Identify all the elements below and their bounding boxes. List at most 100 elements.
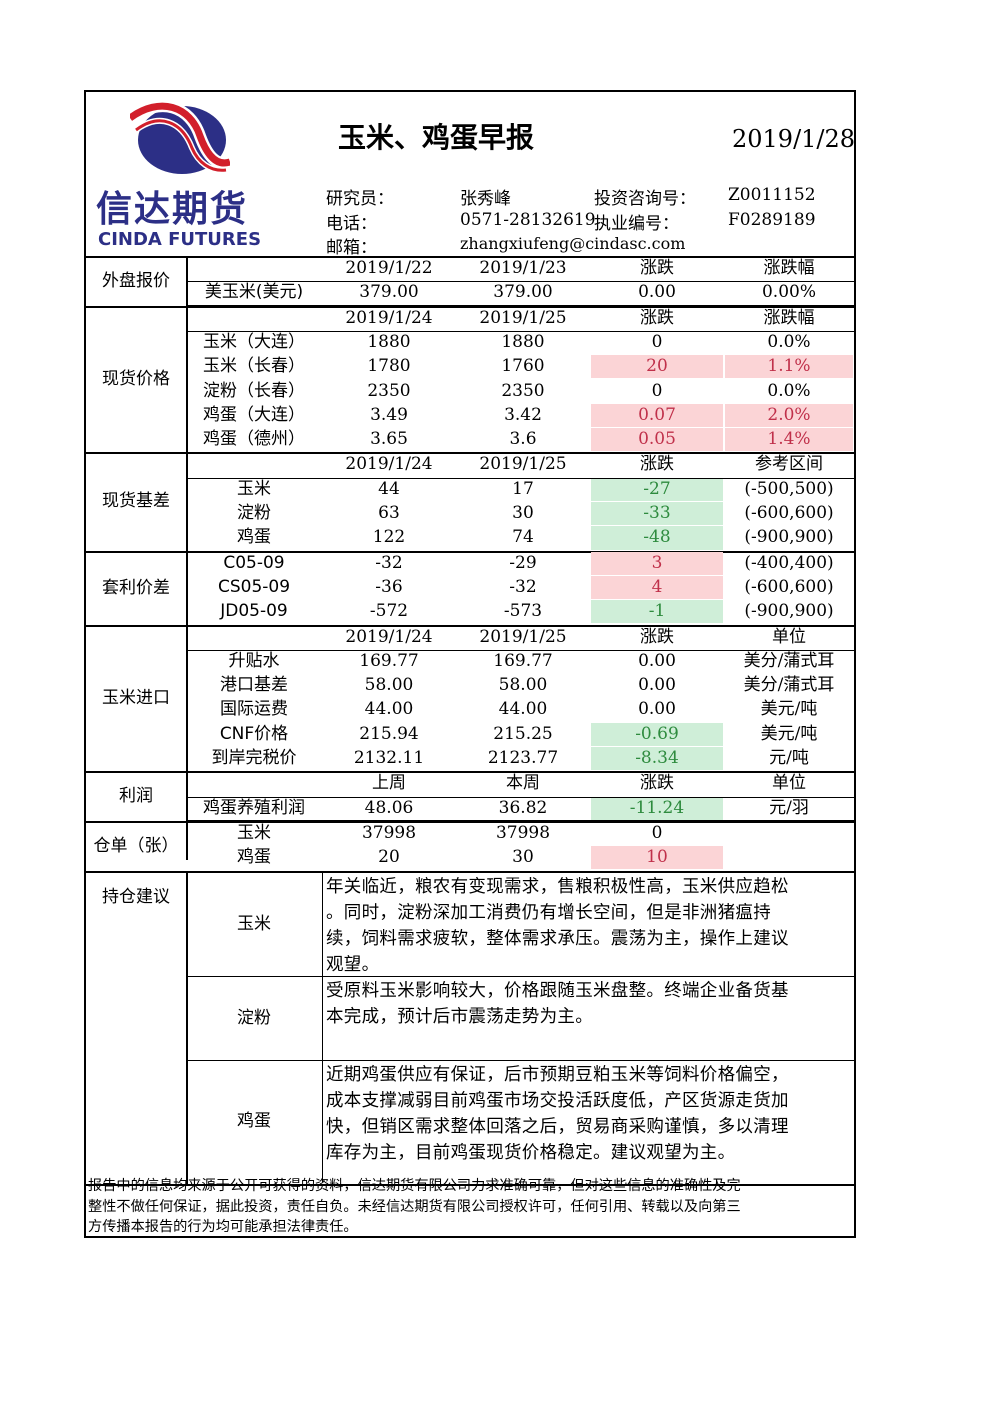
value-cell: 0 <box>651 331 663 352</box>
value-cell: 169.77 <box>493 650 553 671</box>
header-cell: 参考区间 <box>755 454 823 475</box>
value-cell: 3.49 <box>370 404 408 425</box>
advice-line: 快，但销区需求整体回落之后，贸易商采购谨慎，多以清理 <box>326 1116 789 1137</box>
value-cell: -0.69 <box>591 722 723 746</box>
row-divider <box>86 771 854 774</box>
value-cell: 44 <box>378 478 400 499</box>
header-cell: 2019/1/24 <box>345 454 433 475</box>
email-link[interactable]: zhangxiufeng@cindasc.com <box>460 234 686 253</box>
value-cell: 2123.77 <box>487 748 559 768</box>
value-cell: 215.94 <box>359 723 419 744</box>
header-cell: 上周 <box>372 773 406 794</box>
row-label: 美玉米(美元) <box>204 282 304 303</box>
advice-text: 近期鸡蛋供应有保证，后市预期豆粕玉米等饲料价格偏空，成本支撑减弱目前鸡蛋市场交投… <box>326 1062 852 1166</box>
row-label: 鸡蛋 <box>237 847 271 868</box>
row-label: 鸡蛋 <box>237 527 271 548</box>
header-cell: 2019/1/25 <box>479 626 567 647</box>
column-divider <box>186 871 188 1184</box>
license-number: F0289189 <box>728 210 816 230</box>
value-cell: 48.06 <box>364 797 414 818</box>
advice-line: 续，饲料需求疲软，整体需求承压。震荡为主，操作上建议 <box>326 928 789 949</box>
row-divider <box>186 281 854 283</box>
advice-line: 近期鸡蛋供应有保证，后市预期豆粕玉米等饲料价格偏空， <box>326 1064 789 1085</box>
row-label: JD05-09 <box>220 601 288 622</box>
value-cell: 美分/蒲式耳 <box>743 675 835 696</box>
row-label: 升贴水 <box>228 650 280 671</box>
value-cell: 1880 <box>367 331 411 352</box>
section-label-spot: 现货价格 <box>102 368 170 389</box>
row-label: 鸡蛋（大连） <box>203 404 305 425</box>
value-cell: 122 <box>372 527 406 548</box>
column-divider <box>322 871 323 1182</box>
value-cell: (-500,500) <box>744 478 834 499</box>
value-cell: 美元/吨 <box>760 723 818 744</box>
value-cell: (-900,900) <box>744 601 834 622</box>
row-label: 鸡蛋养殖利润 <box>203 797 305 818</box>
value-cell: 0.07 <box>591 403 723 428</box>
value-cell: 0 <box>651 822 663 843</box>
report-sheet: 信达期货 CINDA FUTURES 玉米、鸡蛋早报 2019/1/28 研究员… <box>84 90 856 1238</box>
advice-text: 年关临近，粮农有变现需求，售粮积极性高，玉米供应趋松。同时，淀粉深加工消费仍有增… <box>326 874 852 978</box>
row-divider <box>86 256 854 258</box>
value-cell: 0.05 <box>591 428 723 452</box>
value-cell: 1880 <box>501 331 545 352</box>
row-divider <box>186 796 854 798</box>
header-cell: 单位 <box>772 626 806 647</box>
advice-item-name: 玉米 <box>237 913 271 934</box>
header-cell: 涨跌 <box>640 773 674 794</box>
row-divider <box>186 975 854 977</box>
value-cell: (-900,900) <box>744 527 834 548</box>
value-cell: 1.1% <box>725 355 853 379</box>
email-label: 邮箱： <box>326 238 377 258</box>
row-divider <box>186 819 854 821</box>
value-cell: 2350 <box>367 380 411 401</box>
value-cell: 37998 <box>361 822 417 843</box>
header-cell: 2019/1/25 <box>479 307 567 328</box>
advice-line: 。同时，淀粉深加工消费仍有增长空间，但是非洲猪瘟持 <box>326 902 771 923</box>
value-cell: 44.00 <box>364 699 414 720</box>
row-divider <box>86 624 854 627</box>
section-label-advice: 持仓建议 <box>102 887 170 907</box>
disclaimer-line: 报告中的信息均来源于公开可获得的资料，信达期货有限公司力求准确可靠，但对这些信息… <box>88 1178 741 1194</box>
value-cell: 1780 <box>367 356 411 377</box>
researcher-name: 张秀峰 <box>460 189 511 209</box>
row-label: 到岸完税价 <box>211 748 297 768</box>
value-cell: 0.00 <box>638 699 676 720</box>
row-label: 玉米（大连） <box>203 331 305 352</box>
value-cell: -32 <box>375 552 403 573</box>
value-cell: 30 <box>512 503 534 523</box>
researcher-label: 研究员： <box>326 189 394 209</box>
value-cell: -36 <box>375 576 403 597</box>
brand-en: CINDA FUTURES <box>98 229 262 250</box>
row-label: 港口基差 <box>220 675 288 696</box>
report-date: 2019/1/28 <box>732 125 856 153</box>
phone-label: 电话： <box>326 214 377 234</box>
value-cell: (-600,600) <box>744 503 834 523</box>
row-label: 淀粉 <box>237 503 271 523</box>
row-label: 鸡蛋（德州） <box>203 429 305 450</box>
value-cell: 0.0% <box>767 331 811 352</box>
section-label-spread: 套利价差 <box>102 577 170 598</box>
advice-line: 本完成，预计后市震荡走势为主。 <box>326 1006 593 1027</box>
value-cell: -572 <box>369 601 409 622</box>
row-divider <box>186 304 854 306</box>
value-cell: 36.82 <box>498 797 548 818</box>
value-cell: 379.00 <box>359 282 419 303</box>
value-cell: 0.0% <box>767 380 811 401</box>
section-label-warehouse: 仓单（张） <box>93 835 179 856</box>
row-divider <box>86 452 854 455</box>
value-cell: 0.00 <box>638 650 676 671</box>
row-divider <box>86 550 854 553</box>
value-cell: 58.00 <box>364 675 414 696</box>
header-cell: 2019/1/24 <box>345 626 433 647</box>
value-cell: 74 <box>512 527 534 548</box>
value-cell: -29 <box>509 552 537 573</box>
value-cell: 20 <box>378 847 400 868</box>
disclaimer: 报告中的信息均来源于公开可获得的资料，信达期货有限公司力求准确可靠，但对这些信息… <box>88 1176 854 1238</box>
header-cell: 2019/1/22 <box>345 258 433 278</box>
page-title: 玉米、鸡蛋早报 <box>338 121 535 154</box>
value-cell: 4 <box>591 575 723 600</box>
value-cell: 3.6 <box>509 429 537 450</box>
consult-number: Z0011152 <box>728 185 816 205</box>
value-cell: -32 <box>509 576 537 597</box>
